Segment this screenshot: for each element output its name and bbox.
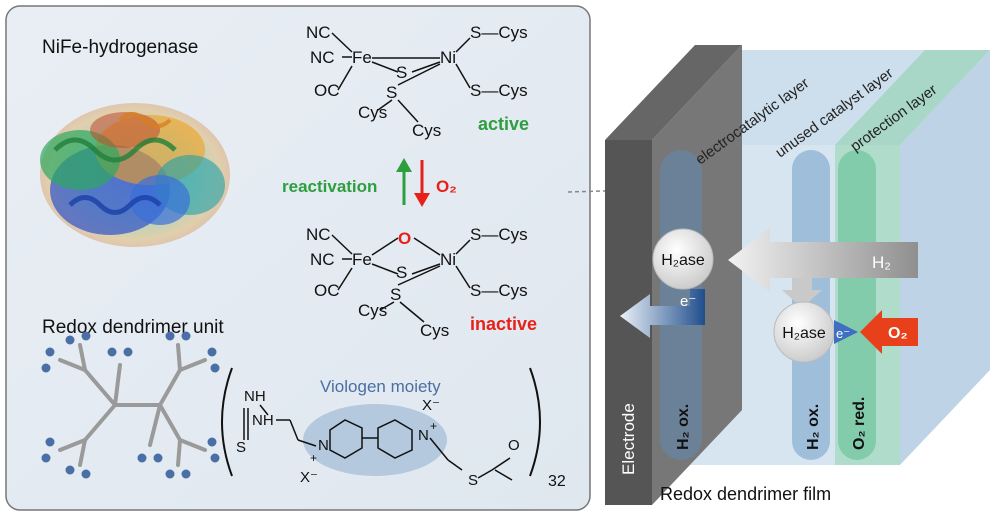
left-bracket <box>221 367 233 477</box>
atom-s-lower: S <box>386 83 397 102</box>
atom-s-cys-1: S—Cys <box>470 23 528 42</box>
atom-s-cys-1: S—Cys <box>470 225 528 244</box>
active-site-structure: NC NC Fe OC S S Ni S—Cys S—Cys Cys Cys a… <box>306 23 529 140</box>
atom-fe: Fe <box>352 250 372 269</box>
atom-nc-1: NC <box>306 23 331 42</box>
electrode-plate <box>605 45 742 140</box>
atom-s-thio: S <box>236 439 246 456</box>
electrode-label: Electrode <box>619 403 638 475</box>
atom-oc: OC <box>314 281 340 300</box>
reactivation-label: reactivation <box>282 177 377 196</box>
hydrogenase-structure-image <box>40 103 230 247</box>
h2-label: H₂ <box>872 253 891 272</box>
atom-n-plus-1: N <box>318 437 329 454</box>
atom-nc-2: NC <box>310 250 335 269</box>
atom-o-bridge: O <box>398 229 411 248</box>
atom-s-cys-2: S—Cys <box>470 81 528 100</box>
atom-s-lower: S <box>390 285 401 304</box>
o2-red-label: O₂ red. <box>851 397 868 450</box>
atom-fe: Fe <box>352 48 372 67</box>
charge-plus-1: + <box>310 451 317 465</box>
dendrimer-title: Redox dendrimer unit <box>42 317 224 338</box>
counterion-2: X⁻ <box>422 397 440 414</box>
dendrimer-graphic <box>58 343 207 467</box>
atom-oc: OC <box>314 81 340 100</box>
status-inactive: inactive <box>470 314 537 334</box>
atom-ni: Ni <box>440 250 456 269</box>
atom-s-thioester: S <box>468 472 478 489</box>
viologen-highlight <box>303 404 447 476</box>
film-caption: Redox dendrimer film <box>660 484 831 504</box>
reactivation-arrows: reactivation O₂ <box>282 158 457 207</box>
h2-branch-arrow <box>782 278 822 308</box>
o2-arrow <box>860 310 918 354</box>
atom-cys-4: Cys <box>412 121 441 140</box>
atom-s-cys-2: S—Cys <box>470 281 528 300</box>
o2-label-reaction: O₂ <box>436 177 457 196</box>
redox-film-3d <box>605 45 990 505</box>
atom-nc-1: NC <box>306 225 331 244</box>
atom-o: O <box>508 437 520 454</box>
h2-ox-label-2: H₂ ox. <box>805 404 822 450</box>
charge-plus-2: + <box>430 419 437 433</box>
atom-cys-3: Cys <box>358 301 387 320</box>
inactive-site-structure: O NC NC Fe OC S S Ni S—Cys S—Cys Cys Cys… <box>306 225 537 340</box>
electron-path-arrow <box>620 289 705 338</box>
counterion-1: X⁻ <box>300 469 318 486</box>
dendrimer-terminals <box>41 331 220 479</box>
atom-nh-2: NH <box>252 412 274 429</box>
atom-nh-1: NH <box>244 388 266 405</box>
atom-cys-4: Cys <box>420 321 449 340</box>
viologen-label: Viologen moiety <box>320 377 441 396</box>
repeat-subscript: 32 <box>548 473 566 490</box>
o2-label: O₂ <box>888 325 908 342</box>
h2-ox-label-1: H₂ ox. <box>675 404 692 450</box>
electron-label-1: e⁻ <box>680 293 696 310</box>
h2-arrow <box>728 228 918 292</box>
atom-ni: Ni <box>440 48 456 67</box>
electron-arrow-2 <box>834 320 858 344</box>
atom-nc-2: NC <box>310 48 335 67</box>
atom-s-upper: S <box>396 63 407 82</box>
h2ase-circle-1 <box>652 228 714 290</box>
enzyme-title: NiFe-hydrogenase <box>42 37 198 58</box>
right-bracket <box>529 367 541 477</box>
viologen-structure: NH NH S N N + + X⁻ X⁻ S O <box>236 388 520 489</box>
status-active: active <box>478 114 529 134</box>
atom-s-upper: S <box>396 263 407 282</box>
electron-label-2: e⁻ <box>836 326 850 341</box>
h2ase-label-2: H₂ase <box>782 325 826 342</box>
atom-n-plus-2: N <box>418 427 429 444</box>
h2ase-label-1: H₂ase <box>661 252 705 269</box>
